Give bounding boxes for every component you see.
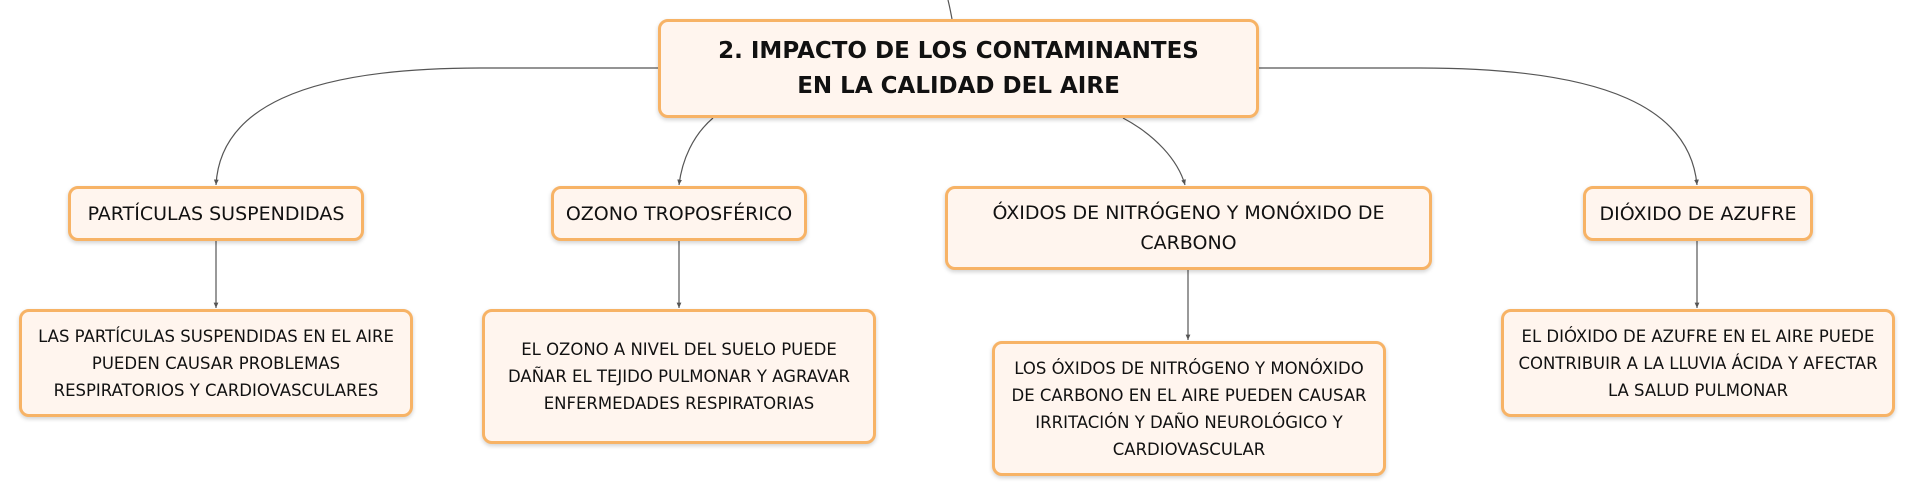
connector-parent-to-root bbox=[947, 0, 953, 20]
detail-text: EL DIÓXIDO DE AZUFRE EN EL AIRE PUEDE CO… bbox=[1518, 326, 1878, 400]
topic-node-particulas[interactable]: PARTÍCULAS SUSPENDIDAS bbox=[68, 186, 364, 241]
topic-label: ÓXIDOS DE NITRÓGENO Y MONÓXIDO DE CARBON… bbox=[992, 202, 1385, 254]
connector-root-to-dioxido bbox=[1259, 67, 1699, 186]
detail-node-dioxido[interactable]: EL DIÓXIDO DE AZUFRE EN EL AIRE PUEDE CO… bbox=[1501, 309, 1895, 417]
detail-node-particulas[interactable]: LAS PARTÍCULAS SUSPENDIDAS EN EL AIRE PU… bbox=[19, 309, 413, 417]
connector-root-to-particulas bbox=[213, 67, 658, 186]
topic-label: DIÓXIDO DE AZUFRE bbox=[1599, 202, 1797, 225]
topic-node-oxidos[interactable]: ÓXIDOS DE NITRÓGENO Y MONÓXIDO DE CARBON… bbox=[945, 186, 1432, 270]
connector-root-to-ozono bbox=[677, 117, 714, 186]
topic-node-ozono[interactable]: OZONO TROPOSFÉRICO bbox=[551, 186, 807, 241]
root-node[interactable]: 2. IMPACTO DE LOS CONTAMINANTES EN LA CA… bbox=[658, 19, 1259, 118]
detail-node-ozono[interactable]: EL OZONO A NIVEL DEL SUELO PUEDE DAÑAR E… bbox=[482, 309, 876, 444]
detail-text: LAS PARTÍCULAS SUSPENDIDAS EN EL AIRE PU… bbox=[38, 326, 394, 400]
root-title: 2. IMPACTO DE LOS CONTAMINANTES EN LA CA… bbox=[718, 37, 1199, 99]
detail-text: LOS ÓXIDOS DE NITRÓGENO Y MONÓXIDO DE CA… bbox=[1011, 358, 1367, 459]
detail-text: EL OZONO A NIVEL DEL SUELO PUEDE DAÑAR E… bbox=[508, 340, 850, 413]
connector-root-to-oxidos bbox=[1122, 117, 1186, 186]
topic-label: OZONO TROPOSFÉRICO bbox=[565, 202, 793, 225]
detail-node-oxidos[interactable]: LOS ÓXIDOS DE NITRÓGENO Y MONÓXIDO DE CA… bbox=[992, 341, 1386, 476]
topic-node-dioxido[interactable]: DIÓXIDO DE AZUFRE bbox=[1583, 186, 1813, 241]
topic-label: PARTÍCULAS SUSPENDIDAS bbox=[87, 202, 345, 225]
